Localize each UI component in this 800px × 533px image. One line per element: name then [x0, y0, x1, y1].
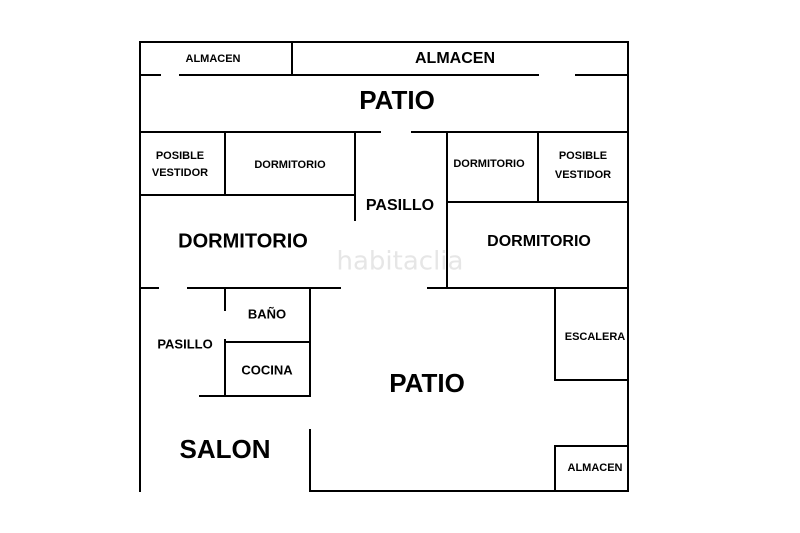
watermark: habitaclia — [337, 247, 464, 277]
room-vestidor-right-line1: POSIBLE — [559, 150, 607, 162]
room-dormitorio-large-right: DORMITORIO — [487, 233, 591, 250]
walls — [139, 41, 629, 492]
room-salon: SALON — [180, 434, 271, 464]
room-almacen-top-left: ALMACEN — [186, 53, 241, 65]
room-vestidor-right-line2: VESTIDOR — [555, 169, 611, 181]
room-almacen-top-right: ALMACEN — [415, 50, 495, 67]
room-vestidor-left-line2: VESTIDOR — [152, 167, 208, 179]
room-patio-main: PATIO — [389, 368, 465, 398]
room-pasillo-left: PASILLO — [157, 336, 212, 351]
room-vestidor-left-line1: POSIBLE — [156, 150, 204, 162]
room-cocina: COCINA — [241, 362, 293, 377]
room-patio-top: PATIO — [359, 85, 435, 115]
room-bano: BAÑO — [248, 306, 286, 321]
room-dormitorio-large-left: DORMITORIO — [178, 230, 308, 252]
room-almacen-bottom-right: ALMACEN — [568, 462, 623, 474]
room-dormitorio-small-left: DORMITORIO — [254, 159, 326, 171]
room-pasillo-center: PASILLO — [366, 197, 434, 214]
room-escalera: ESCALERA — [565, 331, 626, 343]
room-labels: ALMACEN ALMACEN PATIO POSIBLE VESTIDOR D… — [152, 50, 625, 474]
room-dormitorio-small-right: DORMITORIO — [453, 158, 525, 170]
